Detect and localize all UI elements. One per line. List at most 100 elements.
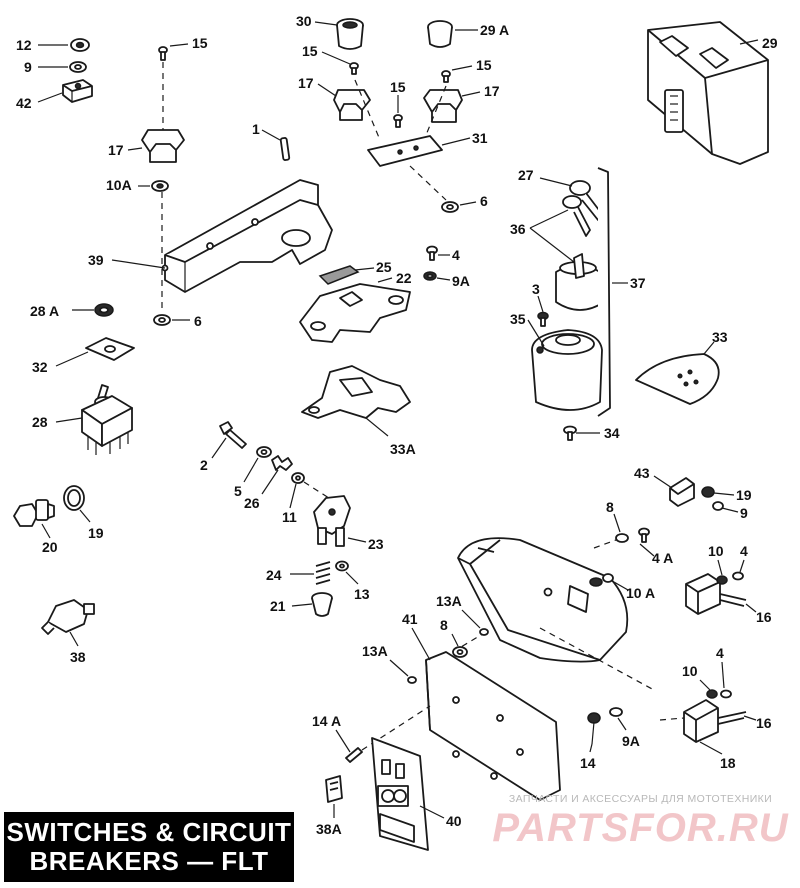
leader-line bbox=[529, 209, 569, 229]
callout-label: 9 bbox=[740, 505, 748, 521]
callout-label: 20 bbox=[42, 539, 58, 555]
circuit-board-40 bbox=[371, 737, 429, 851]
leader-line bbox=[613, 513, 621, 533]
leader-line bbox=[743, 715, 757, 721]
leader-line bbox=[721, 661, 725, 689]
callout-label: 18 bbox=[720, 755, 736, 771]
clip-17 bbox=[333, 89, 371, 121]
callout-label: 4 bbox=[452, 247, 460, 263]
leader-line bbox=[639, 543, 655, 557]
leader-line bbox=[347, 537, 367, 543]
callout-label: 29 bbox=[762, 35, 778, 51]
callout-label: 43 bbox=[634, 465, 650, 481]
callout-label: 15 bbox=[192, 35, 208, 51]
callout-label: 15 bbox=[476, 57, 492, 73]
callout-label: 14 bbox=[580, 755, 596, 771]
leader-line bbox=[389, 659, 409, 677]
watermark-caption: ЗАПЧАСТИ И АКСЕССУАРЫ ДЛЯ МОТОТЕХНИКИ bbox=[508, 793, 773, 805]
screw-15 bbox=[393, 114, 403, 128]
callout-label: 2 bbox=[200, 457, 208, 473]
callout-label: 28 bbox=[32, 414, 48, 430]
leader-line bbox=[111, 259, 166, 269]
nut-10a bbox=[589, 577, 603, 587]
spring-26 bbox=[271, 455, 293, 471]
callout-label: 4 A bbox=[652, 550, 673, 566]
washer-6 bbox=[441, 201, 459, 213]
leader-line bbox=[537, 295, 544, 313]
callout-label: 8 bbox=[606, 499, 614, 515]
o-ring-19 bbox=[63, 485, 85, 511]
leader-line bbox=[713, 492, 735, 496]
leader-line bbox=[441, 137, 471, 146]
callout-label: 42 bbox=[16, 95, 32, 111]
leader-line bbox=[739, 559, 745, 573]
leader-line bbox=[721, 507, 739, 513]
nut-10 bbox=[706, 689, 718, 699]
leader-line bbox=[451, 65, 473, 71]
circuit-breaker-18 bbox=[683, 699, 747, 743]
screw-4a bbox=[638, 527, 650, 543]
washer-11 bbox=[291, 472, 305, 484]
key-cap-36 bbox=[555, 253, 605, 311]
leader-line bbox=[321, 51, 351, 65]
callout-label: 24 bbox=[266, 567, 282, 583]
screw-15 bbox=[349, 62, 359, 75]
washer-9 bbox=[69, 61, 87, 73]
leader-line bbox=[211, 437, 227, 459]
leader-line bbox=[653, 475, 673, 489]
leader-line bbox=[314, 21, 338, 26]
clip-17 bbox=[423, 89, 463, 123]
leader-line bbox=[377, 277, 393, 283]
callout-label: 10 bbox=[708, 543, 724, 559]
callout-label: 6 bbox=[194, 313, 202, 329]
callout-label: 33 bbox=[712, 329, 728, 345]
callout-label: 19 bbox=[88, 525, 104, 541]
screw-4 bbox=[720, 689, 732, 699]
nut-10 bbox=[716, 575, 728, 585]
leader-line bbox=[291, 603, 313, 607]
washer-10a bbox=[602, 573, 614, 583]
pin-1 bbox=[279, 137, 291, 161]
leader-line bbox=[317, 83, 337, 97]
leader-line bbox=[261, 129, 281, 141]
leader-line bbox=[335, 729, 351, 753]
screw-4 bbox=[732, 571, 744, 581]
callout-label: 6 bbox=[480, 193, 488, 209]
leader-line bbox=[55, 351, 89, 367]
callout-label: 31 bbox=[472, 130, 488, 146]
leader-line bbox=[451, 633, 459, 647]
sensor-38 bbox=[41, 599, 95, 635]
grommet-13a bbox=[479, 628, 489, 636]
leader-line bbox=[745, 603, 757, 613]
gasket-25 bbox=[318, 265, 360, 285]
callout-label: 16 bbox=[756, 715, 772, 731]
callout-label: 29 A bbox=[480, 22, 509, 38]
callout-label: 9A bbox=[452, 273, 470, 289]
leader-line bbox=[55, 417, 83, 423]
leader-line bbox=[289, 483, 297, 509]
nut-28a bbox=[94, 303, 114, 317]
leader-line bbox=[436, 277, 451, 281]
leader-line bbox=[461, 609, 481, 629]
callout-label: 28 A bbox=[30, 303, 59, 319]
callout-label: 37 bbox=[630, 275, 646, 291]
callout-label: 11 bbox=[282, 509, 297, 525]
callout-label: 13A bbox=[362, 643, 388, 659]
callout-label: 14 A bbox=[312, 713, 341, 729]
assembly-line bbox=[409, 165, 447, 201]
leader-line bbox=[37, 92, 63, 103]
washer-8 bbox=[452, 646, 468, 658]
plate-31 bbox=[367, 135, 443, 167]
callout-label: 13A bbox=[436, 593, 462, 609]
leader-line bbox=[79, 509, 91, 523]
wire-14 bbox=[587, 712, 601, 745]
leader-line bbox=[127, 147, 143, 151]
leader-line bbox=[699, 679, 711, 691]
bushing-29a bbox=[427, 20, 453, 48]
callout-label: 40 bbox=[446, 813, 462, 829]
mounting-plate-41 bbox=[425, 651, 561, 801]
callout-label: 3 bbox=[532, 281, 540, 297]
callout-label: 33A bbox=[390, 441, 416, 457]
leader-line bbox=[461, 91, 481, 97]
leader-line bbox=[365, 417, 389, 437]
